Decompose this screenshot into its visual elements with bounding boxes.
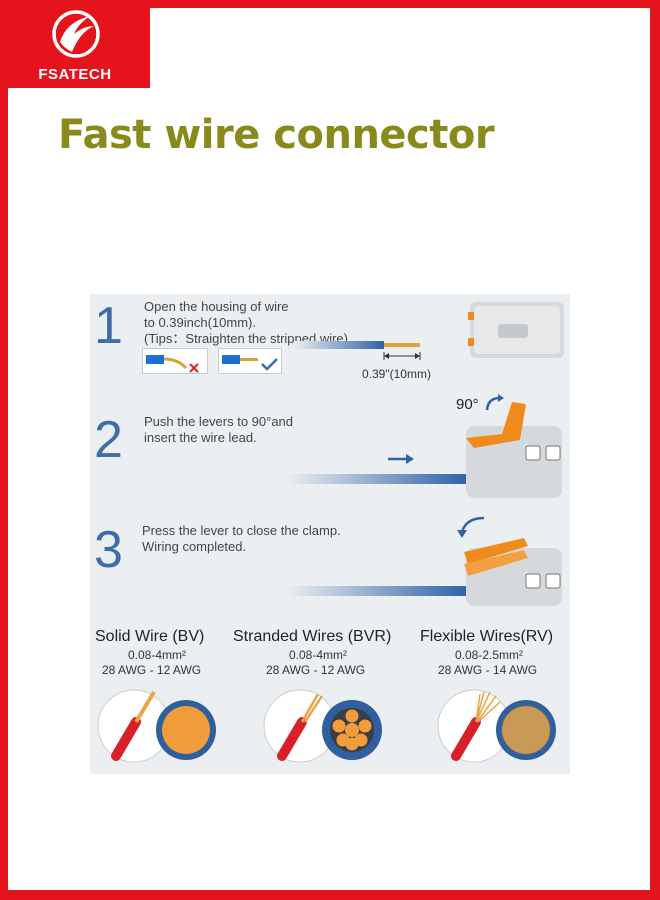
step-3-number: 3 [94, 521, 123, 579]
wrong-cross-icon [189, 363, 199, 373]
step-1-line-1: Open the housing of wire [144, 299, 289, 314]
rotate-arrow-icon [485, 394, 504, 411]
step-3-line-1: Press the lever to close the clamp. [142, 523, 341, 538]
wire-type-stranded-title: Stranded Wires (BVR) [233, 628, 392, 645]
stripped-wire-illustration [294, 341, 421, 360]
correct-strip-illustration [218, 348, 282, 374]
step-3-line-2: Wiring completed. [142, 539, 247, 554]
step-1-line-2: to 0.39inch(10mm). [144, 315, 256, 330]
strip-length-label: 0.39"(10mm) [362, 367, 431, 381]
brand-logo: FSATECH [0, 0, 150, 88]
wire-type-flexible-title: Flexible Wires(RV) [420, 628, 554, 645]
step-2-line-1: Push the levers to 90°and [144, 414, 294, 429]
step-2-number: 2 [94, 411, 123, 469]
wire-type-flexible-awg: 28 AWG - 14 AWG [438, 663, 538, 677]
fsatech-logo-icon [52, 10, 100, 58]
page-title: Fast wire connector [58, 112, 495, 158]
instruction-panel: 1 Open the housing of wire to 0.39inch(1… [90, 294, 570, 774]
brand-name: FSATECH [38, 66, 112, 83]
clamped-wire-illustration [286, 586, 466, 596]
wire-type-flexible-range: 0.08-2.5mm² [455, 648, 524, 662]
connector-open-lever-illustration [466, 402, 562, 498]
wire-type-solid-awg: 28 AWG - 12 AWG [102, 663, 202, 677]
stranded-wire-icon [263, 689, 382, 763]
wire-type-solid-title: Solid Wire (BV) [95, 628, 205, 645]
correct-check-icon [261, 358, 278, 371]
wrong-strip-illustration [142, 348, 208, 374]
frame-right [650, 0, 660, 900]
solid-wire-icon [97, 689, 216, 763]
wire-type-solid-range: 0.08-4mm² [128, 648, 187, 662]
wire-type-stranded-range: 0.08-4mm² [289, 648, 348, 662]
frame-bottom [0, 890, 660, 900]
frame-top [0, 0, 660, 8]
press-arrow-icon [457, 516, 485, 538]
insert-wire-illustration [286, 474, 466, 484]
connector-icon [468, 302, 564, 358]
step-1-number: 1 [94, 297, 123, 355]
flexible-wire-icon [437, 689, 556, 763]
lever-angle-label: 90° [456, 396, 479, 413]
frame-left [0, 0, 8, 900]
step-2-line-2: insert the wire lead. [144, 430, 257, 445]
wire-type-stranded-awg: 28 AWG - 12 AWG [266, 663, 366, 677]
insert-arrow-icon [388, 454, 414, 464]
connector-closed-lever-illustration [464, 538, 562, 606]
